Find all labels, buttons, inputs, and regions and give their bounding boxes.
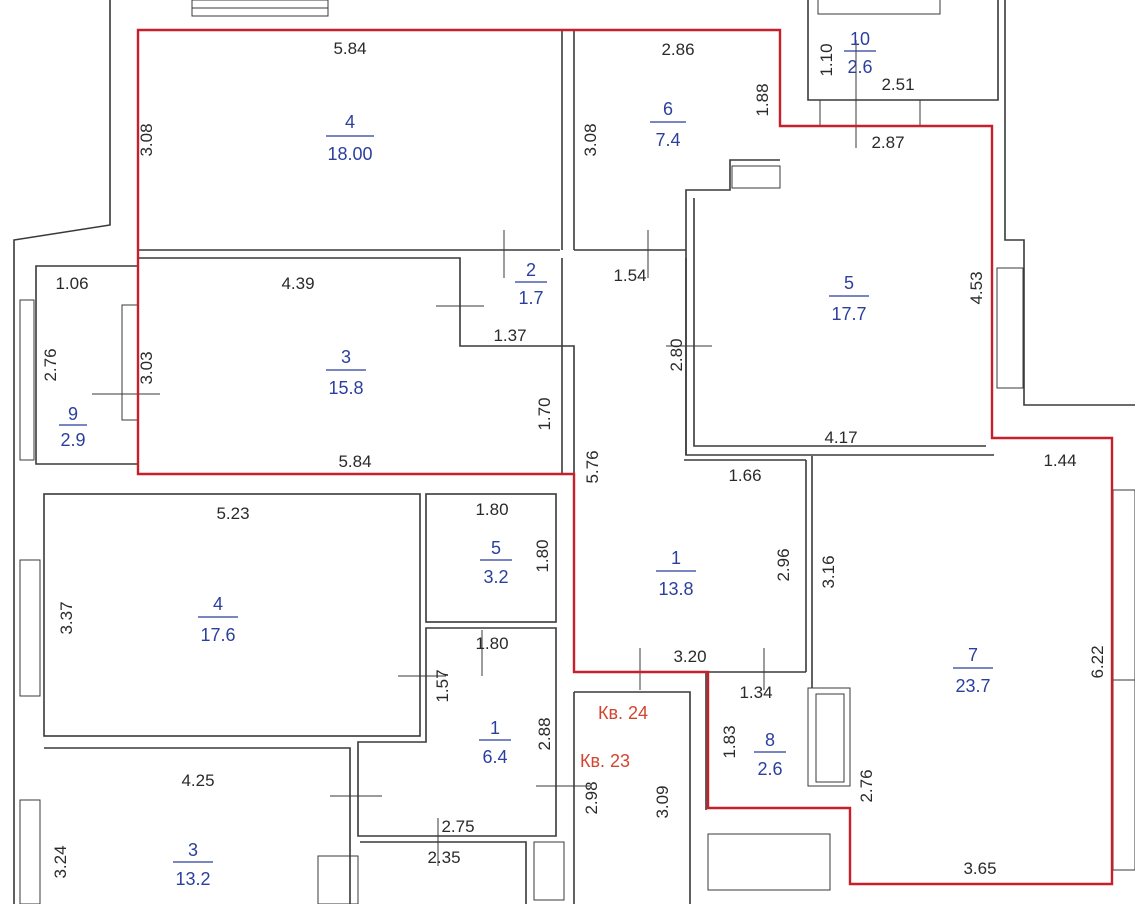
dimension-label: 1.06 xyxy=(55,274,88,293)
dimension-label: 3.65 xyxy=(963,859,996,878)
room-4-top: 4 18.00 xyxy=(326,112,374,164)
dimension-label: 1.80 xyxy=(475,500,508,519)
room-number: 6 xyxy=(663,99,673,119)
dimension-label: 1.34 xyxy=(739,683,772,702)
dimension-label: 4.39 xyxy=(281,274,314,293)
dimension-label: 4.53 xyxy=(967,271,986,304)
dimension-label: 2.76 xyxy=(857,769,876,802)
dimension-label: 1.83 xyxy=(720,725,739,758)
room-area: 3.2 xyxy=(483,567,508,587)
room-area: 2.6 xyxy=(757,759,782,779)
room-area: 23.7 xyxy=(955,676,990,696)
dimension-label: 5.84 xyxy=(333,39,366,58)
dimension-label: 1.66 xyxy=(728,466,761,485)
room-9: 9 2.9 xyxy=(59,404,87,450)
dimension-label: 4.17 xyxy=(824,428,857,447)
room-number: 2 xyxy=(526,260,536,280)
dimension-label: 5.84 xyxy=(338,452,371,471)
dimension-label: 3.20 xyxy=(673,647,706,666)
dimension-label: 3.08 xyxy=(137,123,156,156)
room-2: 2 1.7 xyxy=(515,260,547,308)
apartment-label-24: Кв. 24 xyxy=(598,703,648,723)
dimension-label: 1.80 xyxy=(533,539,552,572)
room-number: 4 xyxy=(345,112,355,132)
room-number: 3 xyxy=(188,840,198,860)
room-area: 13.8 xyxy=(658,579,693,599)
room-1-bottom: 1 6.4 xyxy=(479,718,511,767)
dimension-label: 6.22 xyxy=(1088,645,1107,678)
room-3-top: 3 15.8 xyxy=(326,347,366,398)
dimension-label: 3.09 xyxy=(653,785,672,818)
dimension-label: 1.37 xyxy=(493,326,526,345)
room-area: 17.6 xyxy=(200,625,235,645)
room-area: 15.8 xyxy=(328,378,363,398)
room-4-bottom: 4 17.6 xyxy=(198,594,238,645)
dimension-label: 3.03 xyxy=(137,351,156,384)
dimension-label: 2.88 xyxy=(535,717,554,750)
dimensions: 5.84 2.86 1.10 2.51 3.08 3.08 1.88 2.87 … xyxy=(41,39,1107,879)
dimension-label: 2.75 xyxy=(441,817,474,836)
dimension-label: 3.16 xyxy=(819,555,838,588)
dimension-label: 2.86 xyxy=(661,40,694,59)
dimension-label: 3.24 xyxy=(51,845,70,878)
dimension-label: 2.87 xyxy=(871,133,904,152)
apartment-label-23: Кв. 23 xyxy=(580,751,630,771)
dimension-label: 2.98 xyxy=(582,781,601,814)
dimension-label: 2.51 xyxy=(881,75,914,94)
room-number: 5 xyxy=(491,538,501,558)
room-number: 7 xyxy=(968,645,978,665)
dimension-label: 1.70 xyxy=(535,397,554,430)
room-8: 8 2.6 xyxy=(754,730,786,779)
room-number: 5 xyxy=(844,273,854,293)
room-number: 4 xyxy=(213,594,223,614)
room-5-bottom: 5 3.2 xyxy=(480,538,512,587)
room-area: 7.4 xyxy=(655,130,680,150)
room-number: 8 xyxy=(765,730,775,750)
room-1-main: 1 13.8 xyxy=(656,548,696,599)
room-area: 2.6 xyxy=(847,57,872,77)
dimension-label: 1.10 xyxy=(817,43,836,76)
room-area: 6.4 xyxy=(482,747,507,767)
room-area: 13.2 xyxy=(175,869,210,889)
room-number: 3 xyxy=(341,347,351,367)
dimension-label: 3.37 xyxy=(57,601,76,634)
room-area: 1.7 xyxy=(518,288,543,308)
room-number: 1 xyxy=(671,548,681,568)
room-7: 7 23.7 xyxy=(953,645,993,696)
dimension-label: 1.44 xyxy=(1043,451,1076,470)
dimension-label: 1.57 xyxy=(433,669,452,702)
apartment-24-boundary xyxy=(136,28,1114,886)
room-10: 10 2.6 xyxy=(844,29,876,77)
room-area: 2.9 xyxy=(60,430,85,450)
dimension-label: 2.96 xyxy=(774,548,793,581)
dimension-label: 1.54 xyxy=(613,266,646,285)
walls xyxy=(13,0,1135,904)
room-6: 6 7.4 xyxy=(650,99,686,150)
dimension-label: 5.23 xyxy=(216,504,249,523)
room-number: 9 xyxy=(68,404,78,424)
dimension-label: 2.80 xyxy=(667,338,686,371)
room-3-bottom: 3 13.2 xyxy=(173,840,213,889)
dimension-label: 3.08 xyxy=(581,123,600,156)
dimension-label: 2.35 xyxy=(427,848,460,867)
dimension-label: 5.76 xyxy=(583,450,602,483)
dimension-label: 1.88 xyxy=(753,83,772,116)
dimension-label: 4.25 xyxy=(181,771,214,790)
dimension-label: 2.76 xyxy=(41,348,60,381)
room-area: 17.7 xyxy=(831,304,866,324)
room-5-top: 5 17.7 xyxy=(829,273,869,324)
room-number: 1 xyxy=(490,718,500,738)
room-area: 18.00 xyxy=(327,144,372,164)
dimension-label: 1.80 xyxy=(475,634,508,653)
room-number: 10 xyxy=(850,29,870,49)
